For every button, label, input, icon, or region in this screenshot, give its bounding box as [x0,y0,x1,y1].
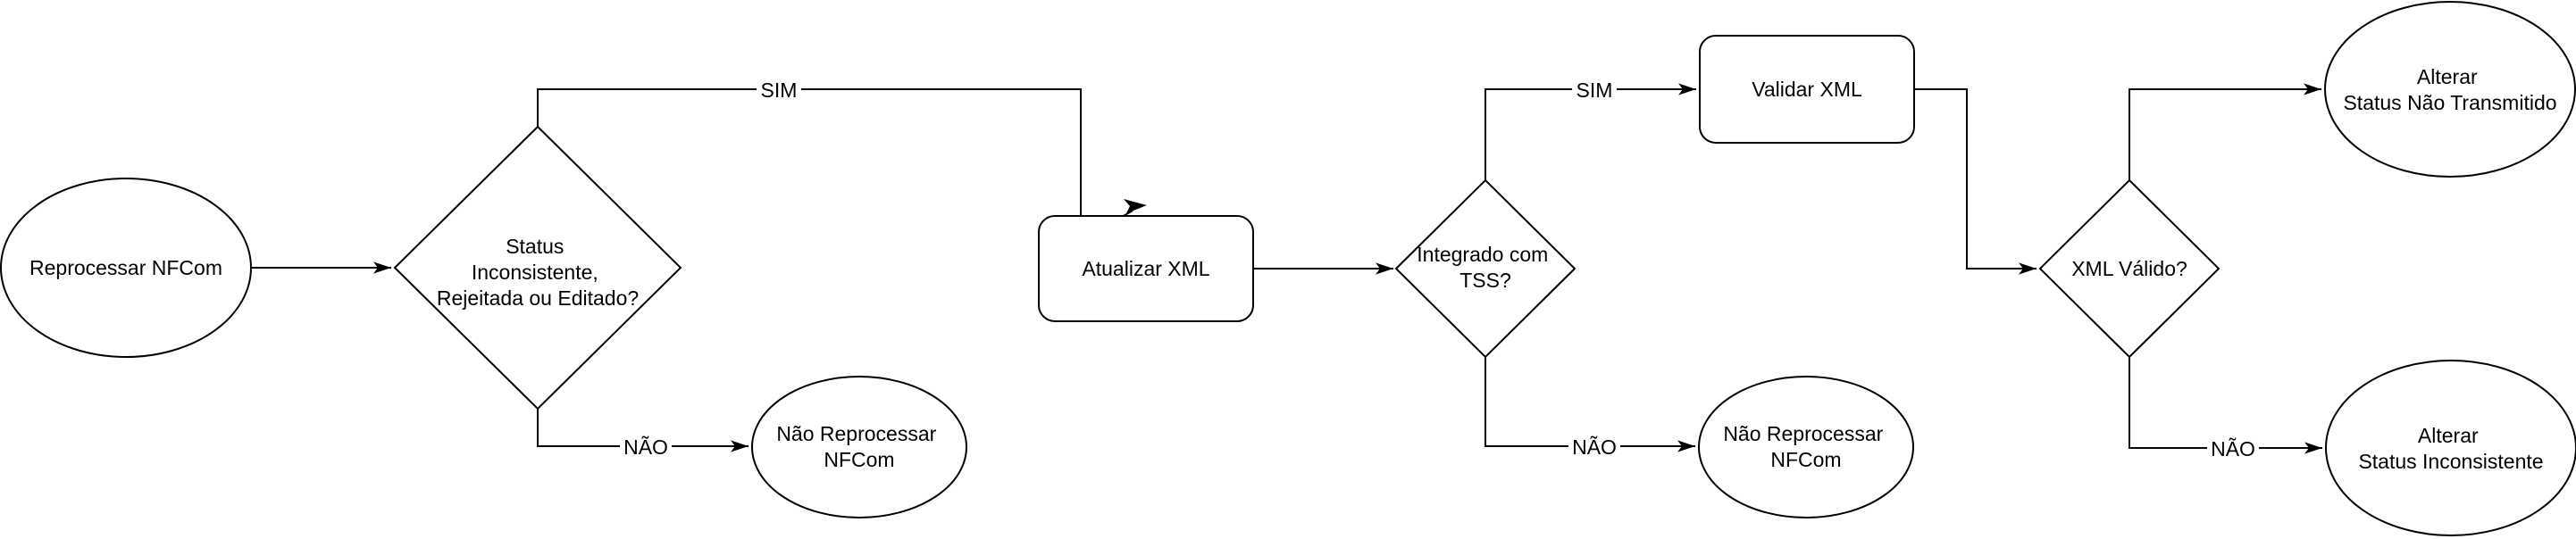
alterar-nao-transmitido-ellipse [2324,1,2576,178]
node-label: Integrado com TSS? [1417,243,1553,292]
edge-status-sim-to-atualizar [537,88,1082,215]
node-validar-xml: Validar XML [1699,35,1915,144]
decision-status-diamond [393,125,682,410]
edge-tss-nao-to-nao-reprocessar [1485,357,1695,452]
edge-validar-to-xml-valido [1914,88,2037,275]
edge-label-sim-tss: SIM [1577,79,1613,102]
edges [252,83,2322,454]
node-label: Alterar Status Não Transmitido [2343,65,2556,114]
node-alterar-nao-transmitido: Alterar Status Não Transmitido [2324,1,2576,178]
node-label: Status Inconsistente, Rejeitada ou Edita… [437,235,639,310]
node-label: Reprocessar NFCom [29,256,222,279]
node-label: Não Reprocessar NFCom [1723,422,1888,471]
node-atualizar-xml: Atualizar XML [1038,215,1254,322]
node-start: Reprocessar NFCom [0,178,252,358]
node-label: Não Reprocessar NFCom [776,422,941,471]
nao-reprocessar-mid-ellipse [1698,376,1914,518]
edge-valido-nao-to-inconsistente [2129,357,2322,454]
atualizar-xml-box [1038,215,1254,322]
node-decision-status: Status Inconsistente, Rejeitada ou Edita… [393,125,682,410]
alterar-inconsistente-ellipse [2325,360,2576,536]
node-nao-reprocessar-mid: Não Reprocessar NFCom [1698,376,1914,518]
edge-valido-sim-to-nao-transmitido [2129,83,2321,180]
edge-label-sim-status: SIM [761,79,798,102]
node-decision-xml-valido: XML Válido? [2038,178,2221,359]
edge-label-bg [2207,437,2259,460]
edge-label-bg [1568,435,1620,459]
edge-label-bg [620,435,672,459]
node-decision-tss: Integrado com TSS? [1394,178,1577,359]
edge-labels: SIM NÃO SIM NÃO NÃO [620,79,2259,460]
validar-xml-box [1699,35,1915,144]
node-label: Alterar Status Inconsistente [2358,424,2543,473]
node-label: XML Válido? [2071,257,2187,280]
node-alterar-inconsistente: Alterar Status Inconsistente [2325,360,2576,536]
stray-arrowhead-icon [1124,199,1147,213]
edge-label-nao-tss: NÃO [1572,435,1617,459]
decision-tss-diamond [1394,178,1577,359]
edge-label-bg [757,79,801,102]
decision-xml-valido-diamond [2038,178,2221,359]
node-label: Atualizar XML [1082,257,1209,280]
edge-status-nao-to-nao-reprocessar [537,409,749,452]
edge-label-nao-valido: NÃO [2211,437,2255,460]
node-nao-reprocessar-left: Não Reprocessar NFCom [751,376,967,518]
node-label: Validar XML [1752,78,1862,101]
nao-reprocessar-left-ellipse [751,376,967,518]
edge-label-nao-status: NÃO [623,435,668,459]
edge-tss-sim-to-validar [1485,83,1696,180]
start-ellipse [0,178,252,358]
edge-label-bg [1572,79,1617,102]
